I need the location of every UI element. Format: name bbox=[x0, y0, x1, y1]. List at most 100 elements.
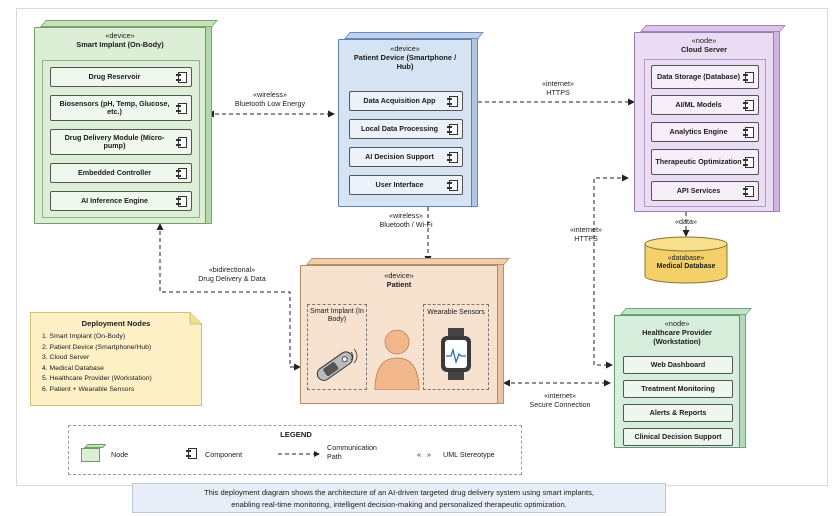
provider-node-side bbox=[739, 314, 746, 448]
label-cloud-provider: «internet» HTTPS bbox=[570, 225, 602, 243]
component-icon bbox=[743, 99, 754, 111]
note-title: Deployment Nodes bbox=[81, 319, 151, 328]
patient-stereotype: «device» bbox=[384, 271, 414, 280]
database-title: «database» Medical Database bbox=[644, 255, 728, 272]
legend-node-label: Node bbox=[111, 450, 129, 459]
component-web-dashboard[interactable]: Web Dashboard bbox=[623, 356, 733, 374]
patient-device-top bbox=[344, 32, 484, 39]
implant-node[interactable]: «device» Smart Implant (On-Body) Drug Re… bbox=[34, 20, 218, 224]
component-user-interface[interactable]: User Interface bbox=[349, 175, 463, 195]
path-cloud-provider bbox=[593, 174, 629, 369]
label-implant-device: «wireless» Bluetooth Low Energy bbox=[234, 90, 306, 108]
component-therapeutic-optimization[interactable]: Therapeutic Optimization bbox=[651, 149, 759, 175]
legend-path-label: Communication Path bbox=[327, 443, 377, 461]
patient-node-face: «device» Patient Smart Implant (In Body)… bbox=[300, 265, 498, 404]
cloud-server-face: «node» Cloud Server Data Storage (Databa… bbox=[634, 32, 774, 212]
component-treatment-monitoring[interactable]: Treatment Monitoring bbox=[623, 380, 733, 398]
caption-line-2: enabling real-time monitoring, intellige… bbox=[231, 500, 567, 509]
implant-capsule-icon bbox=[316, 348, 358, 381]
implant-node-side bbox=[205, 26, 212, 224]
cloud-server-node[interactable]: «node» Cloud Server Data Storage (Databa… bbox=[634, 25, 786, 212]
label-cloud-db: «data» bbox=[675, 217, 697, 226]
component-drug-reservoir[interactable]: Drug Reservoir bbox=[50, 67, 192, 87]
legend-component-label: Component bbox=[205, 450, 243, 459]
component-icon bbox=[447, 151, 458, 163]
component-api-services[interactable]: API Services bbox=[651, 181, 759, 201]
component-local-data-processing[interactable]: Local Data Processing bbox=[349, 119, 463, 139]
label-device-cloud: «internet» HTTPS bbox=[542, 79, 574, 97]
provider-title: «node» Healthcare Provider (Workstation) bbox=[615, 319, 739, 347]
patient-node-top bbox=[306, 258, 510, 265]
patient-device-side bbox=[471, 38, 478, 207]
component-icon bbox=[176, 195, 187, 207]
component-analytics-engine[interactable]: Analytics Engine bbox=[651, 122, 759, 142]
label-patient-provider: «internet» Secure Connection bbox=[529, 391, 591, 409]
note-item: 3. Cloud Server bbox=[42, 354, 90, 362]
note-item: 6. Patient + Wearable Sensors bbox=[42, 385, 135, 393]
cloud-inner bbox=[644, 59, 766, 207]
note-item: 4. Medical Database bbox=[42, 364, 104, 372]
database-cylinder-icon bbox=[644, 236, 728, 284]
provider-stereotype: «node» bbox=[664, 319, 690, 328]
healthcare-provider-node[interactable]: «node» Healthcare Provider (Workstation)… bbox=[614, 308, 752, 448]
component-icon bbox=[447, 123, 458, 135]
note-shape bbox=[30, 312, 202, 406]
caption-line-1: This deployment diagram shows the archit… bbox=[204, 488, 594, 497]
provider-title-text: Healthcare Provider (Workstation) bbox=[642, 327, 712, 346]
provider-node-face: «node» Healthcare Provider (Workstation)… bbox=[614, 315, 740, 448]
note-item: 5. Healthcare Provider (Workstation) bbox=[42, 375, 152, 383]
label-device-patient: «wireless» Bluetooth / Wi-Fi bbox=[379, 211, 433, 229]
note-item: 1. Smart Implant (On-Body) bbox=[42, 333, 126, 340]
cloud-title: Cloud Server bbox=[680, 44, 727, 54]
patient-sensors-label: Wearable Sensors bbox=[427, 309, 485, 316]
database-title-text: Medical Database bbox=[656, 263, 716, 271]
patient-device-stereotype: «device» bbox=[390, 44, 420, 53]
legend-node-icon bbox=[81, 444, 107, 462]
implant-node-title: «device» Smart Implant (On-Body) bbox=[35, 31, 205, 50]
component-ai-decision-support[interactable]: AI Decision Support bbox=[349, 147, 463, 167]
patient-node[interactable]: «device» Patient Smart Implant (In Body)… bbox=[300, 258, 510, 404]
legend-component-icon bbox=[185, 446, 197, 460]
component-data-storage[interactable]: Data Storage (Database) bbox=[651, 65, 759, 89]
legend-title: LEGEND bbox=[280, 430, 312, 439]
implant-stereotype: «device» bbox=[105, 31, 135, 40]
component-icon bbox=[447, 95, 458, 107]
component-ai-ml-models[interactable]: AI/ML Models bbox=[651, 95, 759, 115]
patient-implant-area bbox=[307, 304, 367, 390]
component-biosensors[interactable]: Biosensors (pH, Temp, Glucose, etc.) bbox=[50, 95, 192, 121]
component-icon bbox=[176, 71, 187, 83]
component-alerts-reports[interactable]: Alerts & Reports bbox=[623, 404, 733, 422]
component-icon bbox=[176, 102, 187, 114]
component-icon bbox=[447, 179, 458, 191]
component-icon bbox=[176, 167, 187, 179]
patient-implant-label: Smart Implant (In Body) bbox=[310, 308, 364, 324]
component-icon bbox=[743, 71, 754, 83]
cloud-server-top bbox=[640, 25, 786, 32]
implant-node-face: «device» Smart Implant (On-Body) Drug Re… bbox=[34, 27, 206, 224]
deployment-nodes-note: Deployment Nodes 1. Smart Implant (On-Bo… bbox=[30, 312, 202, 406]
legend: LEGEND Node Component Communication Path… bbox=[68, 425, 522, 475]
component-icon bbox=[743, 126, 754, 138]
patient-device-node[interactable]: «device» Patient Device (Smartphone / Hu… bbox=[338, 32, 484, 207]
person-icon bbox=[374, 329, 420, 390]
patient-title-text: Patient bbox=[386, 279, 412, 289]
note-list: 1. Smart Implant (On-Body) 2. Patient De… bbox=[42, 332, 152, 396]
component-icon bbox=[743, 185, 754, 197]
component-clinical-decision-support[interactable]: Clinical Decision Support bbox=[623, 428, 733, 446]
component-embedded-controller[interactable]: Embedded Controller bbox=[50, 163, 192, 183]
provider-node-top bbox=[620, 308, 752, 315]
patient-sensors-area bbox=[423, 304, 489, 390]
patient-node-side bbox=[497, 264, 504, 404]
component-drug-delivery-module[interactable]: Drug Delivery Module (Micro-pump) bbox=[50, 129, 192, 155]
medical-database[interactable]: «database» Medical Database bbox=[644, 236, 728, 284]
patient-device-title: «device» Patient Device (Smartphone / Hu… bbox=[339, 44, 471, 72]
component-ai-inference-engine[interactable]: AI Inference Engine bbox=[50, 191, 192, 211]
note-item: 2. Patient Device (Smartphone/Hub) bbox=[42, 343, 152, 351]
legend-stereotype-symbol: « » bbox=[417, 450, 433, 459]
implant-node-top bbox=[40, 20, 218, 27]
smartwatch-icon bbox=[441, 328, 471, 380]
cloud-server-title: «node» Cloud Server bbox=[635, 36, 773, 55]
component-data-acquisition-app[interactable]: Data Acquisition App bbox=[349, 91, 463, 111]
